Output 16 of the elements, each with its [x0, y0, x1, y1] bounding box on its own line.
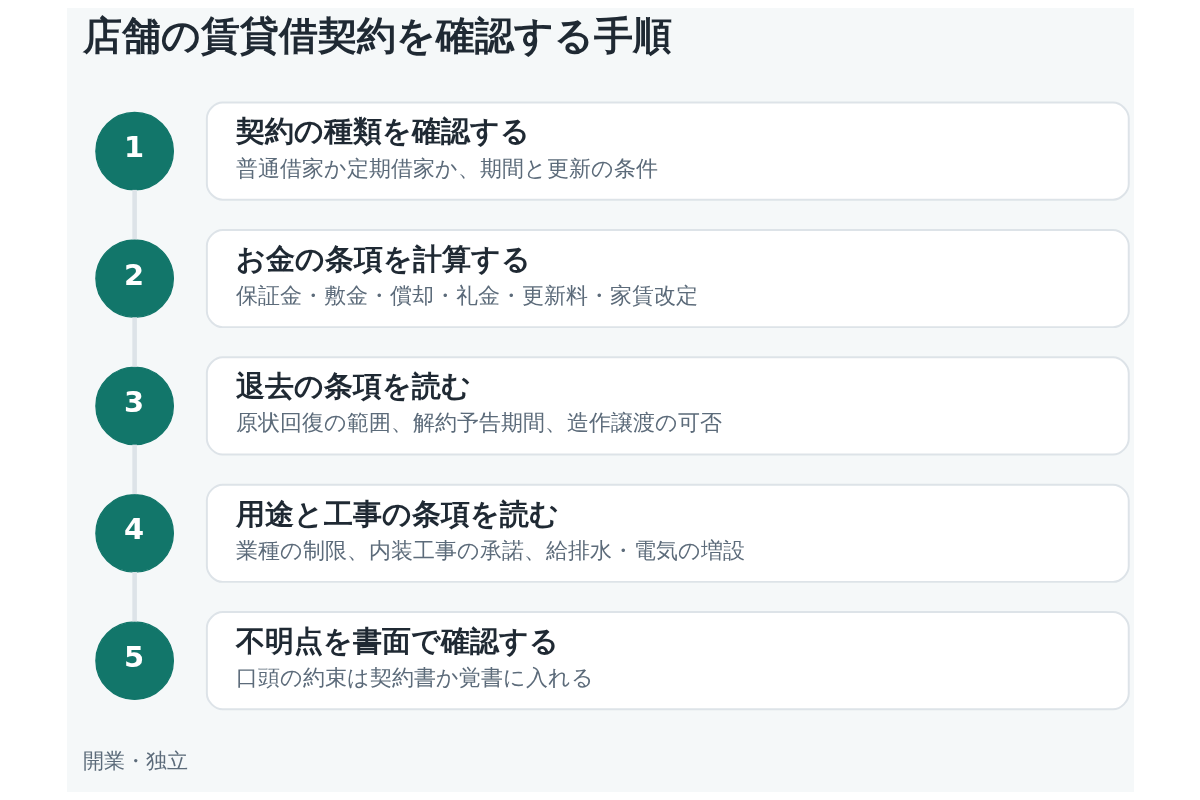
node-circle: 4 [94, 493, 174, 573]
node-box: お金の条項を計算する 保証金・敷金・償却・礼金・更新料・家賃改定 [205, 228, 1130, 329]
node-circle: 5 [94, 621, 174, 701]
connector [131, 572, 137, 622]
node-circle: 1 [94, 111, 174, 191]
node-box: 用途と工事の条項を読む 業種の制限、内装工事の承諾、給排水・電気の増設 [205, 483, 1130, 583]
connector [131, 189, 137, 240]
node-circle: 2 [94, 239, 174, 318]
node-box: 退去の条項を読む 原状回復の範囲、解約予告期間、造作譲渡の可否 [205, 356, 1130, 456]
node-circle: 3 [94, 366, 174, 446]
node-box: 不明点を書面で確認する 口頭の約束は契約書か覚書に入れる [205, 611, 1130, 711]
node-box: 契約の種類を確認する 普通借家か定期借家か、期間と更新の条件 [205, 101, 1130, 201]
connector [131, 317, 137, 367]
diagram-title: 店舗の賃貸借契約を確認する手順 [82, 11, 672, 58]
label: 開業・独立 [82, 748, 188, 774]
connector [131, 444, 137, 495]
